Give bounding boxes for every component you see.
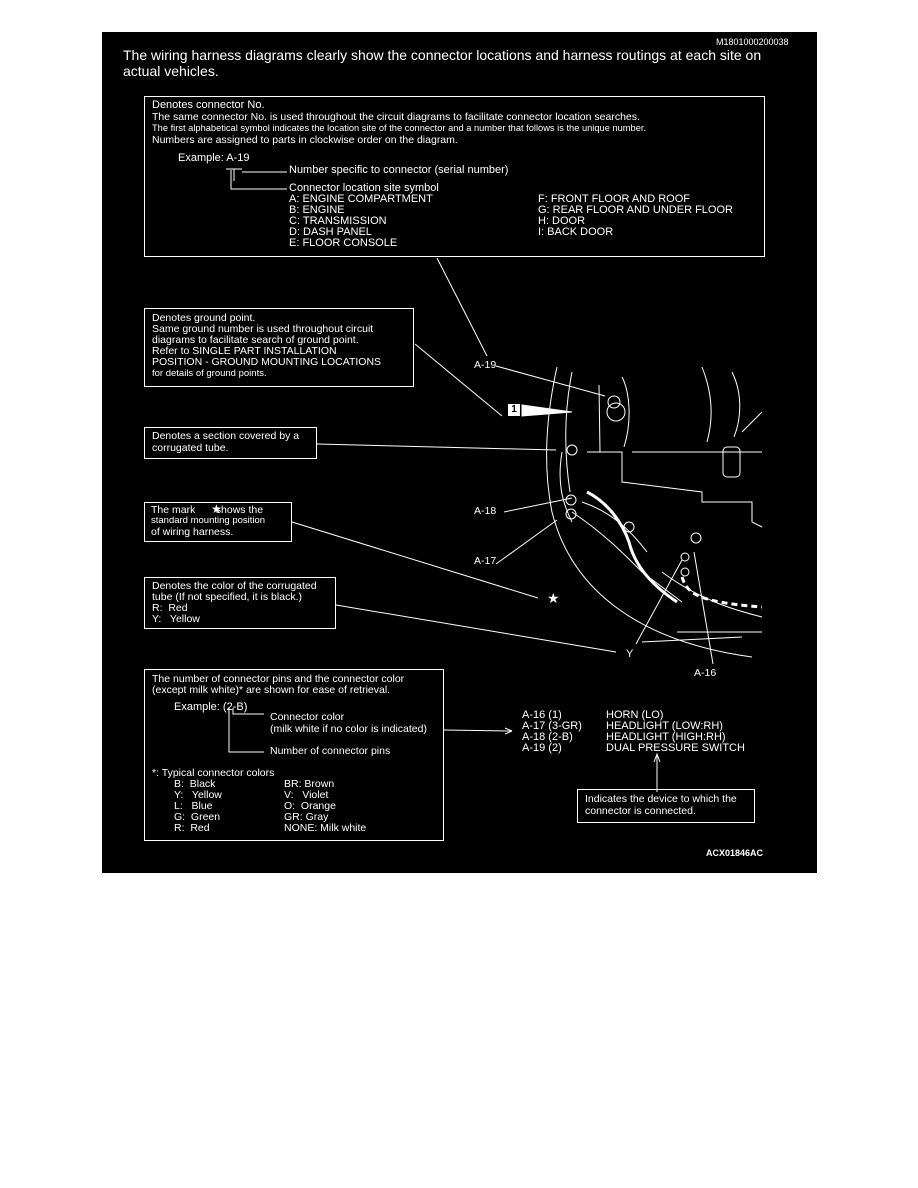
intro-line-2: actual vehicles. (123, 63, 219, 79)
tube-color-box (144, 577, 336, 629)
color-R: R: Red (174, 822, 210, 834)
legend-code-a18: A-18 (2-B) (522, 731, 573, 743)
mark-box-line-2: standard mounting position (151, 515, 266, 526)
site-symbol-label: Connector location site symbol (289, 182, 439, 194)
callout-a18: A-18 (474, 505, 497, 517)
color-NONE: NONE: Milk white (284, 822, 367, 834)
connector-box-line-3: The first alphabetical symbol indicates … (152, 123, 647, 133)
mounting-mark-box (144, 502, 292, 542)
connector-number-box (144, 96, 765, 257)
connector-pins-label: Number of connector pins (270, 745, 391, 757)
connector-box-line-4: Numbers are assigned to parts in clockwi… (152, 134, 458, 146)
callout-a19: A-19 (474, 359, 497, 371)
color-box-line-1: Denotes the color of the corrugated (152, 580, 317, 592)
legend-code-a17: A-17 (3-GR) (522, 720, 582, 732)
ground-box-line-6: for details of ground points. (152, 368, 267, 379)
legend-code-a19: A-19 (2) (522, 742, 562, 754)
document-id: M1801000200038 (716, 37, 789, 47)
ground-box-line-3: diagrams to facilitate search of ground … (152, 334, 359, 346)
color-B: B: Black (174, 778, 216, 790)
tube-box-line-2: corrugated tube. (152, 442, 229, 454)
color-box-line-2: tube (If not specified, it is black.) (152, 591, 302, 603)
pins-example: Example: (2-B) (174, 701, 248, 713)
callout-a17: A-17 (474, 555, 497, 567)
ground-box-line-2: Same ground number is used throughout ci… (152, 323, 374, 335)
mark-box-line-1: The mark shows the (151, 504, 264, 516)
color-box-line-3: R: Red (152, 602, 188, 614)
intro-line-1: The wiring harness diagrams clearly show… (123, 47, 762, 63)
color-G: G: Green (174, 811, 221, 823)
site-C: C: TRANSMISSION (289, 215, 387, 227)
pins-box-line-1: The number of connector pins and the con… (152, 673, 405, 685)
site-D: D: DASH PANEL (289, 226, 372, 238)
mark-box-line-3: of wiring harness. (151, 526, 234, 538)
device-box (577, 789, 755, 823)
serial-number-label: Number specific to connector (serial num… (289, 164, 509, 176)
site-A: A: ENGINE COMPARTMENT (289, 193, 433, 205)
site-H: H: DOOR (538, 215, 586, 227)
color-V: V: Violet (284, 789, 329, 801)
figure-id: ACX01846AC (706, 848, 764, 858)
ground-box-line-5: POSITION - GROUND MOUNTING LOCATIONS (152, 356, 382, 368)
site-F: F: FRONT FLOOR AND ROOF (538, 193, 690, 205)
color-O: O: Orange (284, 800, 336, 812)
connector-example: Example: A-19 (178, 152, 250, 164)
color-box-line-4: Y: Yellow (152, 613, 200, 625)
legend-device-headlight-low: HEADLIGHT (LOW:RH) (606, 720, 723, 732)
device-box-line-2: connector is connected. (585, 805, 696, 817)
ground-point-box (144, 308, 414, 387)
legend-code-a16: A-16 (1) (522, 709, 562, 721)
color-GR: GR: Gray (284, 811, 329, 823)
connector-box-line-1: Denotes connector No. (152, 99, 265, 111)
callout-a16: A-16 (694, 667, 717, 679)
tube-box-line-1: Denotes a section covered by a (152, 430, 300, 442)
site-G: G: REAR FLOOR AND UNDER FLOOR (538, 204, 733, 216)
site-E: E: FLOOR CONSOLE (289, 237, 398, 249)
legend-device-horn: HORN (LO) (606, 709, 664, 721)
legend-device-pressure-switch: DUAL PRESSURE SWITCH (606, 742, 745, 754)
color-BR: BR: Brown (284, 778, 335, 790)
pins-box-line-2: (except milk white)* are shown for ease … (152, 684, 391, 696)
corrugated-tube-box (144, 427, 317, 459)
leader-lines-and-vehicle-sketch (226, 168, 763, 792)
mark-box-star-icon: ★ (211, 502, 222, 516)
ground-box-line-4: Refer to SINGLE PART INSTALLATION (152, 345, 337, 357)
legend-device-headlight-high: HEADLIGHT (HIGH:RH) (606, 731, 726, 743)
connector-pins-box (144, 669, 444, 841)
star-mark-icon: ★ (547, 590, 560, 606)
ground-box-line-1: Denotes ground point. (152, 312, 256, 324)
callout-yellow: Y (626, 648, 634, 660)
site-I: I: BACK DOOR (538, 226, 614, 238)
device-box-line-1: Indicates the device to which the (585, 793, 737, 805)
typical-colors-title: *: Typical connector colors (152, 767, 275, 779)
site-B: B: ENGINE (289, 204, 345, 216)
connector-color-label: Connector color (270, 711, 345, 723)
connector-color-note: (milk white if no color is indicated) (270, 723, 427, 735)
ground-number-badge: 1 (508, 404, 520, 416)
connector-box-line-2: The same connector No. is used throughou… (152, 111, 640, 123)
diagram-frame: M1801000200038 The wiring harness diagra… (102, 32, 817, 873)
color-Y: Y: Yellow (174, 789, 222, 801)
color-L: L: Blue (174, 800, 213, 812)
